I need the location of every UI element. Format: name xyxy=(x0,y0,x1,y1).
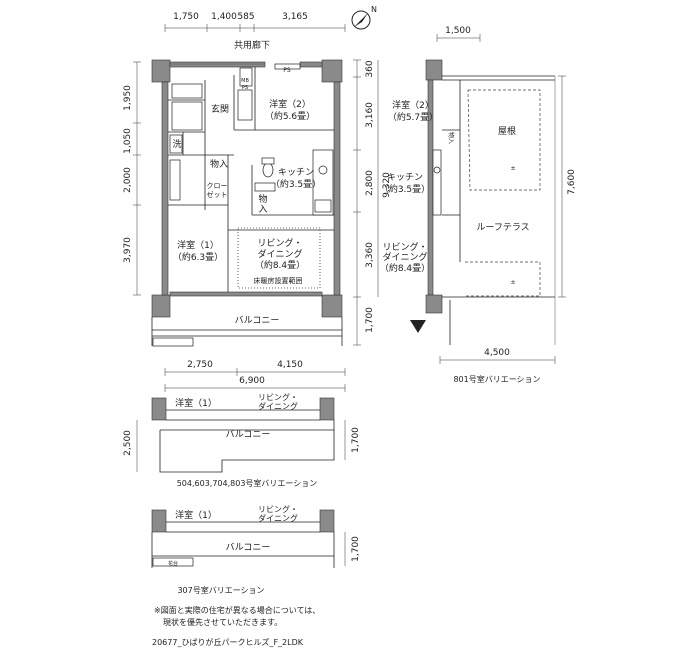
v504-left-dim: 2,500 xyxy=(123,430,133,456)
floor-heating-label: 床暖房設置範囲 xyxy=(254,276,303,285)
north-label: N xyxy=(371,5,377,14)
closet-label-2: ゼット xyxy=(207,190,228,199)
entrance-label: 玄関 xyxy=(211,103,229,115)
dining-label: ダイニング xyxy=(257,248,302,260)
right-dim-1: 360 xyxy=(365,60,375,77)
bottom-dim-2: 4,150 xyxy=(277,360,303,370)
variation-307-plan: 洋室（1） リビング・ ダイニング バルコニー 花台 1,700 307号室バリ… xyxy=(151,504,361,595)
western2-label: 洋室（2） xyxy=(269,98,311,110)
v801-roof: 屋根 xyxy=(498,125,516,137)
western1-label: 洋室（1） xyxy=(177,239,219,251)
v801-western2-size: （約5.7畳） xyxy=(388,111,438,123)
kitchen-size: （約3.5畳） xyxy=(271,178,321,190)
storage2-label-2: 入 xyxy=(258,204,267,215)
roof-tick-1: ± xyxy=(510,165,515,172)
variation-504-plan: 洋室（1） リビング・ ダイニング バルコニー 2,500 1,700 504,… xyxy=(123,392,361,488)
balcony-label: バルコニー xyxy=(235,315,280,326)
living-label: リビング・ xyxy=(257,237,302,249)
v801-top-dim: 1,500 xyxy=(445,26,471,36)
v307-dining: ダイニング xyxy=(258,513,298,523)
floor-heating-area xyxy=(237,227,321,289)
right-dim-total: 9,320 xyxy=(382,172,392,198)
v801-kitchen-size: （約3.5畳） xyxy=(380,183,430,195)
v504-right-dim: 1,700 xyxy=(351,427,361,453)
note-line-2: 現状を優先させていただきます。 xyxy=(163,617,282,627)
v307-balcony: バルコニー xyxy=(226,542,271,553)
v801-dining: ダイニング xyxy=(382,251,427,263)
kitchen-label: キッチン xyxy=(278,167,314,178)
ps-label: PS xyxy=(283,67,291,74)
v801-western2: 洋室（2） xyxy=(392,99,434,111)
top-dim-4: 3,165 xyxy=(282,12,308,22)
storage-label: 物入 xyxy=(210,158,228,170)
variation-801-plan: 1,500 ± ± 洋室（2） （約5.7畳） 物入 屋根 キッチン （約3.5… xyxy=(380,26,577,384)
right-dim-4: 3,360 xyxy=(365,242,375,268)
v307-garden: 花台 xyxy=(168,560,178,567)
top-dim-2: 1,400 xyxy=(211,12,237,22)
roof-tick-2: ± xyxy=(510,279,515,286)
western2-size: （約5.6畳） xyxy=(265,110,315,122)
v307-living: リビング・ xyxy=(258,504,298,514)
outer-walls xyxy=(151,59,343,318)
v801-caption: 801号室バリエーション xyxy=(453,374,540,384)
left-dim-3: 2,000 xyxy=(123,167,133,193)
top-dim-3: 585 xyxy=(237,12,254,22)
mbps-label-2: PS xyxy=(242,85,248,91)
western1-size: （約6.3畳） xyxy=(173,251,223,263)
footer-text: 20677_ひばりが丘パークヒルズ_F_2LDK xyxy=(152,637,304,647)
right-dim-2: 3,160 xyxy=(365,102,375,128)
interior-partitions xyxy=(168,63,334,292)
v504-living: リビング・ xyxy=(258,392,298,402)
v307-right-dim: 1,700 xyxy=(351,536,361,562)
right-dim-3: 2,800 xyxy=(365,170,375,196)
v801-kitchen: キッチン xyxy=(387,172,423,183)
v307-caption: 307号室バリエーション xyxy=(177,585,264,595)
right-dimension-line: 360 3,160 2,800 3,360 1,700 9,320 xyxy=(353,59,392,346)
left-dim-2: 1,050 xyxy=(123,128,133,154)
stair-triangle-icon xyxy=(410,320,426,333)
left-dim-1: 1,950 xyxy=(123,85,133,111)
v801-right-dim: 7,600 xyxy=(567,169,577,195)
left-dim-4: 3,970 xyxy=(123,237,133,263)
fixtures xyxy=(169,67,334,216)
note-line-1: ※図面と実際の住宅が異なる場合については、 xyxy=(154,605,320,615)
living-size: （約8.4畳） xyxy=(255,259,305,271)
v801-living-size: （約8.4畳） xyxy=(380,262,430,274)
right-dim-5: 1,700 xyxy=(365,307,375,333)
top-dimension-line: 1,750 1,400 585 3,165 xyxy=(164,12,346,32)
mbps-label: MB xyxy=(241,78,249,84)
v504-dining: ダイニング xyxy=(258,401,298,411)
closet-label-1: クロー xyxy=(207,182,228,190)
bottom-dimension-line: 2,750 4,150 6,900 xyxy=(164,360,346,392)
storage2-label-1: 物 xyxy=(258,193,267,205)
v504-balcony: バルコニー xyxy=(226,429,271,440)
room-labels: PS MB PS 玄関 洋室（2） （約5.6畳） 洗 物入 キッチン （約3.… xyxy=(168,67,321,347)
v801-storage: 物入 xyxy=(447,132,455,144)
bottom-total: 6,900 xyxy=(239,376,265,386)
wash-label: 洗 xyxy=(172,138,181,150)
v801-bottom-dim: 4,500 xyxy=(484,348,510,358)
left-dimension-line: 1,950 1,050 2,000 3,970 xyxy=(123,61,141,296)
north-arrow-icon: N xyxy=(351,5,377,30)
balcony-outline xyxy=(151,317,343,347)
v801-roof-terrace: ルーフテラス xyxy=(476,222,529,233)
corridor-label: 共用廊下 xyxy=(234,39,270,51)
top-dim-1: 1,750 xyxy=(173,12,199,22)
bottom-dim-1: 2,750 xyxy=(187,360,213,370)
v504-western1: 洋室（1） xyxy=(175,397,217,409)
v307-western1: 洋室（1） xyxy=(175,509,217,521)
main-floor-plan: 1,750 1,400 585 3,165 N 共用廊下 1,950 1,050… xyxy=(123,5,392,392)
v504-caption: 504,603,704,803号室バリエーション xyxy=(177,478,318,488)
v801-living: リビング・ xyxy=(382,241,427,253)
